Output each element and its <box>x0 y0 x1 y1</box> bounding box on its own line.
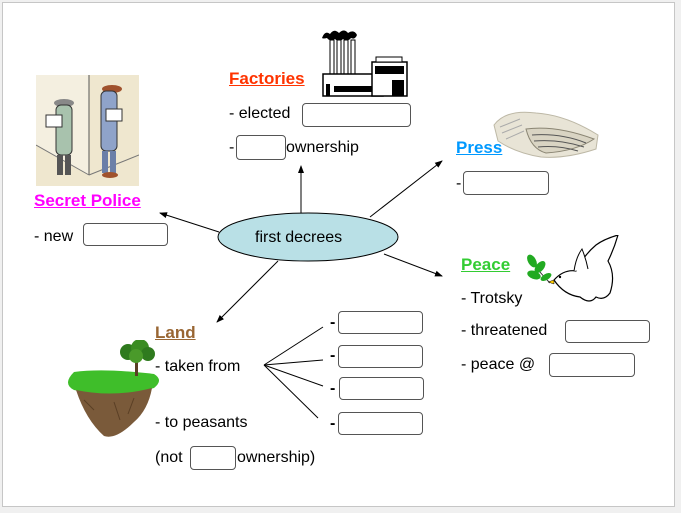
secret-police-input[interactable] <box>83 223 168 246</box>
factory-icon <box>322 30 408 97</box>
factories-line1-label: - elected <box>229 105 291 122</box>
land-line1: - taken from <box>155 358 241 375</box>
center-node <box>217 212 399 262</box>
center-label: first decrees <box>255 229 343 246</box>
peace-heading: Peace <box>461 255 511 274</box>
land-line3-suffix: ownership) <box>237 449 316 466</box>
peace-line1: - Trotsky <box>461 290 523 307</box>
press-heading: Press <box>456 138 503 157</box>
newspaper-icon <box>493 111 599 158</box>
land-taken-from-input-4[interactable] <box>338 412 423 435</box>
land-branch-dash-3: - <box>330 380 336 397</box>
land-line2: - to peasants <box>155 414 248 431</box>
press-input[interactable] <box>463 171 549 195</box>
land-taken-from-input-2[interactable] <box>338 345 423 368</box>
land-ownership-input[interactable] <box>190 446 236 470</box>
factories-heading: Factories <box>229 69 305 88</box>
floating-island-icon <box>68 340 159 437</box>
peace-at-input[interactable] <box>549 353 635 377</box>
peace-line2-label: - threatened <box>461 322 548 339</box>
factories-line2-suffix: ownership <box>286 139 359 156</box>
land-taken-from-input-1[interactable] <box>338 311 423 334</box>
factories-line2-dash: - <box>229 139 235 156</box>
dove-icon <box>527 235 619 302</box>
secret-police-heading: Secret Police <box>34 191 141 210</box>
land-branch-dash-4: - <box>330 415 336 432</box>
spies-icon <box>36 75 139 186</box>
secret-police-line1-label: - new <box>34 228 74 245</box>
land-heading: Land <box>155 323 196 342</box>
land-branch-dash-1: - <box>330 314 336 331</box>
press-dash: - <box>456 175 462 192</box>
factories-ownership-input[interactable] <box>236 135 286 160</box>
peace-threatened-input[interactable] <box>565 320 650 343</box>
factories-elected-input[interactable] <box>302 103 411 127</box>
land-line3-prefix: (not <box>155 449 183 466</box>
land-taken-from-input-3[interactable] <box>339 377 424 400</box>
land-branch-dash-2: - <box>330 347 336 364</box>
peace-line3-label: - peace @ <box>461 356 536 373</box>
